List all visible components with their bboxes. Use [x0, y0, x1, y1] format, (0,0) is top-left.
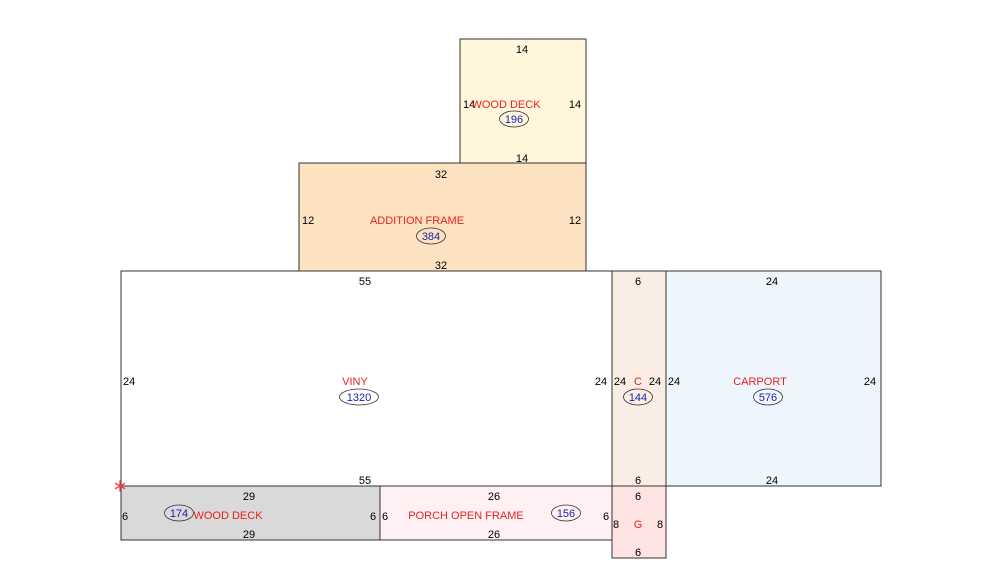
- room-outline: [379, 485, 613, 541]
- dimension-top: 26: [488, 491, 500, 503]
- room-outline: [665, 270, 882, 487]
- dimension-left: 24: [668, 376, 680, 388]
- dimension-bottom: 32: [435, 260, 447, 272]
- room-label: WOOD DECK: [193, 510, 263, 522]
- room-label: PORCH OPEN FRAME: [408, 510, 524, 522]
- area-ellipse: [499, 110, 529, 128]
- room-annotations-section-g: 6 6 8 8 G: [613, 491, 663, 559]
- room-annotations-addition-frame: 32 32 12 12 384 ADDITION FRAME: [302, 169, 581, 272]
- dimension-left: 8: [613, 519, 619, 531]
- room-outline: [611, 485, 667, 559]
- room-annotations-wood-deck-top: 14 14 14 14 196 WOOD DECK: [463, 44, 581, 165]
- room-outline: [298, 162, 587, 272]
- dimension-right: 6: [603, 511, 609, 523]
- dimension-top: 55: [359, 276, 371, 288]
- area-ellipse: [623, 388, 653, 406]
- dimension-left: 24: [123, 376, 135, 388]
- dimension-left: 6: [382, 511, 388, 523]
- dimension-bottom: 14: [516, 153, 528, 165]
- area-value: 144: [629, 392, 647, 404]
- room-annotations-carport: 24 24 24 24 576 CARPORT: [668, 276, 876, 487]
- dimension-bottom: 6: [635, 547, 641, 559]
- area-ellipse: [753, 388, 783, 406]
- area-value: 196: [505, 114, 523, 126]
- room-label: C: [634, 376, 642, 388]
- dimension-bottom: 29: [243, 529, 255, 541]
- dimension-right: 24: [864, 376, 876, 388]
- room-section-c: [611, 270, 667, 487]
- room-addition-frame: [298, 162, 587, 272]
- room-label: VINY: [342, 376, 368, 388]
- room-porch-open-frame: [379, 485, 613, 541]
- room-outline: [459, 38, 587, 164]
- dimension-top: 32: [435, 169, 447, 181]
- dimension-left: 6: [122, 511, 128, 523]
- dimension-right: 14: [569, 99, 581, 111]
- room-label: ADDITION FRAME: [370, 215, 464, 227]
- dimension-top: 14: [516, 44, 528, 56]
- dimension-left: 24: [614, 376, 626, 388]
- area-ellipse: [416, 227, 446, 245]
- dimension-bottom: 55: [359, 475, 371, 487]
- dimension-right: 24: [595, 376, 607, 388]
- room-wood-deck-top: [459, 38, 587, 164]
- start-point-marker-icon: [114, 480, 126, 492]
- area-value: 576: [759, 392, 777, 404]
- room-outline: [120, 270, 613, 487]
- room-section-g: [611, 485, 667, 559]
- area-ellipse: [551, 504, 581, 522]
- area-ellipse: [339, 388, 379, 406]
- room-outline: [611, 270, 667, 487]
- dimension-right: 12: [569, 215, 581, 227]
- dimension-left: 14: [463, 99, 475, 111]
- area-value: 156: [557, 508, 575, 520]
- dimension-bottom: 6: [635, 475, 641, 487]
- dimension-bottom: 24: [766, 475, 778, 487]
- room-annotations-viny: 55 55 24 24 1320 VINY: [123, 276, 607, 487]
- dimension-top: 29: [243, 491, 255, 503]
- room-annotations-wood-deck-bottom: 29 29 6 6 174 WOOD DECK: [122, 491, 376, 541]
- dimension-bottom: 26: [488, 529, 500, 541]
- area-value: 384: [422, 231, 440, 243]
- room-label: WOOD DECK: [471, 99, 541, 111]
- room-annotations-porch-open-frame: 26 26 6 6 156 PORCH OPEN FRAME: [382, 491, 609, 541]
- area-value: 1320: [347, 392, 371, 404]
- dimension-top: 24: [766, 276, 778, 288]
- dimension-top: 6: [635, 276, 641, 288]
- dimension-right: 8: [657, 519, 663, 531]
- area-value: 174: [170, 508, 188, 520]
- dimension-top: 6: [635, 491, 641, 503]
- dimension-left: 12: [302, 215, 314, 227]
- dimension-right: 6: [370, 511, 376, 523]
- room-label: G: [634, 519, 643, 531]
- room-label: CARPORT: [733, 376, 787, 388]
- room-viny: [120, 270, 613, 487]
- dimension-right: 24: [649, 376, 661, 388]
- room-carport: [665, 270, 882, 487]
- area-ellipse: [164, 504, 194, 522]
